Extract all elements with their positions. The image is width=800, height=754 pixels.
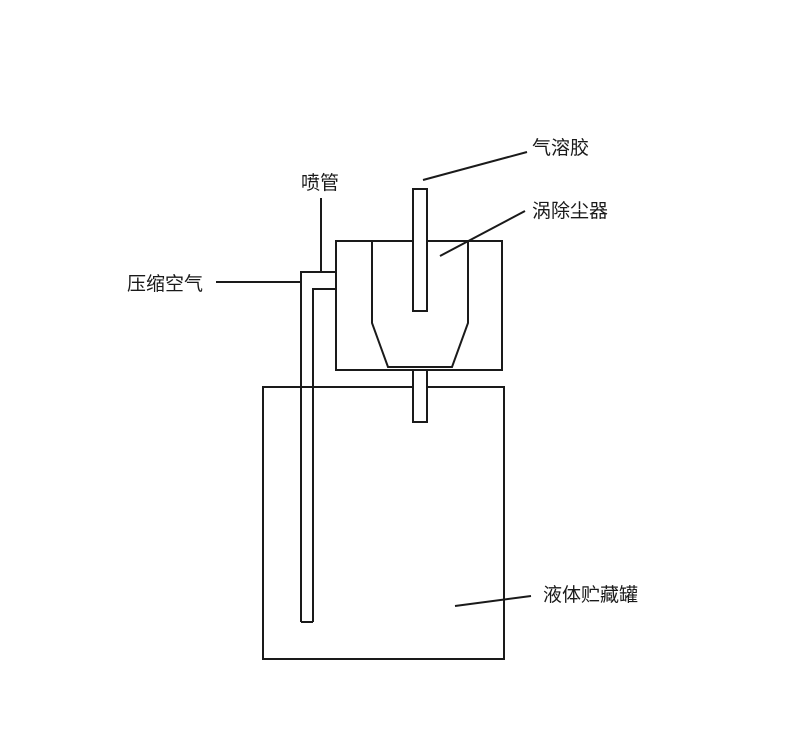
nozzle-label: 喷管	[301, 172, 339, 194]
nozzle-tube-outer	[300, 271, 336, 622]
aerosol-outlet-tube	[412, 188, 428, 312]
tank-label: 液体贮藏罐	[543, 584, 638, 606]
cyclone-leader-line	[439, 210, 526, 257]
aerosol-leader-line	[422, 151, 528, 181]
cyclone-cone	[371, 241, 469, 368]
connecting-tube	[412, 369, 428, 423]
liquid-storage-tank	[262, 386, 505, 660]
tank-leader-line	[454, 595, 532, 607]
cyclone-label: 涡除尘器	[532, 200, 608, 222]
compressed-air-label: 压缩空气	[127, 273, 203, 295]
aerosol-label: 气溶胶	[532, 137, 589, 159]
nozzle-tube-inner	[312, 288, 336, 622]
